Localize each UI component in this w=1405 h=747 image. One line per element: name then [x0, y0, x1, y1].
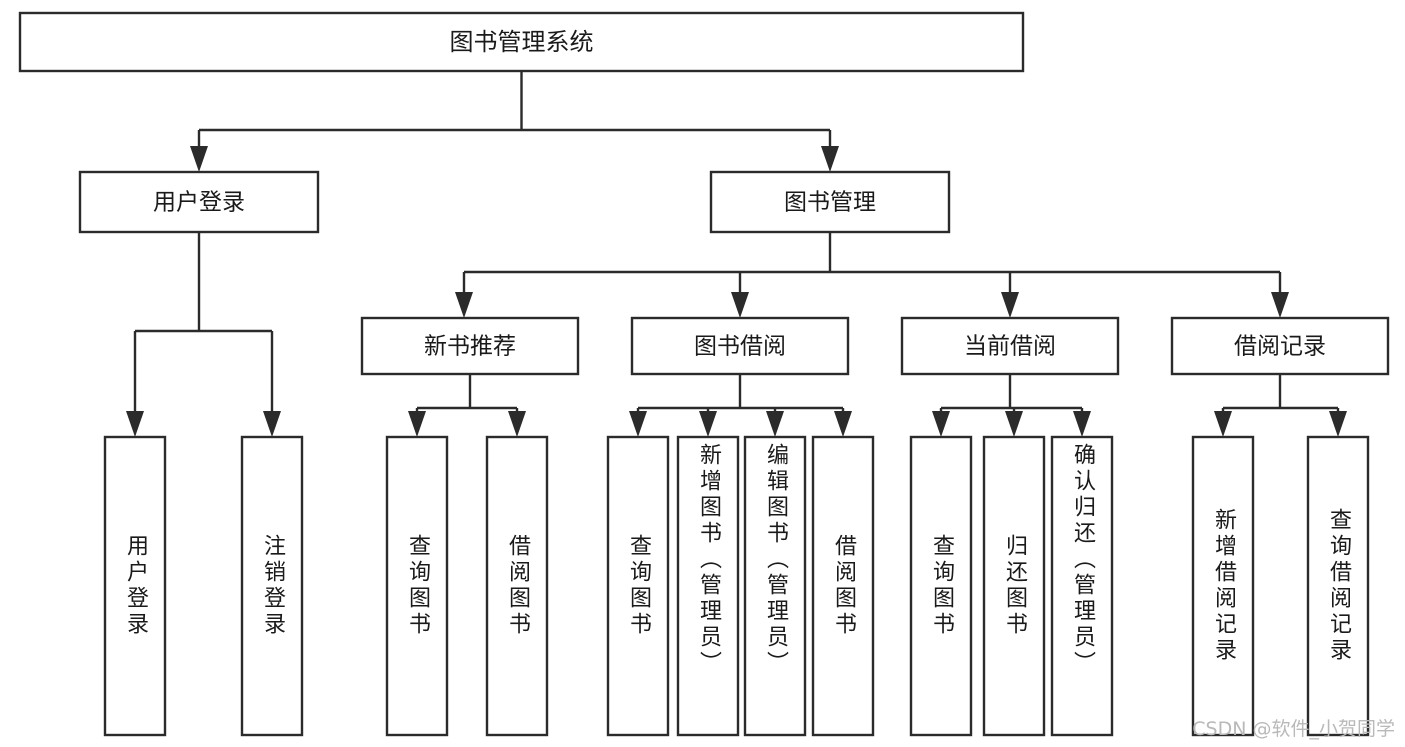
leaf-query-book-current-box[interactable]: [909, 435, 973, 737]
leaf-add-book-admin-box[interactable]: [676, 435, 740, 737]
arrow-head-leaf-logout-login: [263, 411, 281, 437]
node-book-borrow[interactable]: 图书借阅: [630, 316, 850, 376]
leaf-logout-login-box[interactable]: [240, 435, 304, 737]
arrow-head-leaf-query-book-current: [932, 411, 950, 437]
node-current-borrow-box: [900, 316, 1120, 376]
arrow-head-leaf-confirm-return-admin: [1073, 411, 1091, 437]
node-user-login-box: [78, 170, 320, 234]
arrow-head-leaf-add-borrow-record: [1214, 411, 1232, 437]
leaf-confirm-return-admin-box[interactable]: [1050, 435, 1114, 737]
node-current-borrow[interactable]: 当前借阅: [900, 316, 1120, 376]
leaf-user-login-box[interactable]: [103, 435, 167, 737]
node-root-box: [18, 11, 1025, 73]
leaf-query-borrow-record-box[interactable]: [1306, 435, 1370, 737]
node-book-management-box: [709, 170, 951, 234]
connector-layer: [126, 71, 1347, 437]
arrow-head-user-login: [190, 146, 208, 172]
arrow-head-book-management: [821, 146, 839, 172]
arrow-head-leaf-borrow-book-recommend: [508, 411, 526, 437]
node-current-borrow-label: 当前借阅: [964, 334, 1056, 360]
leaf-borrow-book-recommend-box[interactable]: [485, 435, 549, 737]
arrow-head-leaf-query-book-recommend: [408, 411, 426, 437]
arrow-head-leaf-edit-book-admin: [766, 411, 784, 437]
node-new-book-recommend-box: [360, 316, 580, 376]
leaf-borrow-book-box[interactable]: [811, 435, 875, 737]
node-root-label: 图书管理系统: [450, 28, 594, 56]
arrow-head-new-book-recommend: [455, 292, 473, 318]
node-borrow-record-box: [1170, 316, 1390, 376]
node-root[interactable]: 图书管理系统: [18, 11, 1025, 73]
arrow-head-book-borrow: [731, 292, 749, 318]
arrow-head-leaf-query-book-borrow: [629, 411, 647, 437]
arrow-head-leaf-user-login: [126, 411, 144, 437]
arrow-head-leaf-return-book: [1005, 411, 1023, 437]
node-new-book-recommend-label: 新书推荐: [424, 334, 516, 360]
arrow-head-leaf-borrow-book: [834, 411, 852, 437]
node-borrow-record[interactable]: 借阅记录: [1170, 316, 1390, 376]
leaf-box-layer: [103, 435, 1370, 737]
arrow-head-current-borrow: [1001, 292, 1019, 318]
node-book-borrow-box: [630, 316, 850, 376]
arrow-head-borrow-record: [1271, 292, 1289, 318]
node-book-management[interactable]: 图书管理: [709, 170, 951, 234]
leaf-return-book-box[interactable]: [982, 435, 1046, 737]
node-user-login-label: 用户登录: [153, 190, 245, 216]
leaf-edit-book-admin-box[interactable]: [743, 435, 807, 737]
arrow-head-leaf-add-book-admin: [699, 411, 717, 437]
leaf-query-book-recommend-box[interactable]: [385, 435, 449, 737]
leaf-add-borrow-record-box[interactable]: [1191, 435, 1255, 737]
node-book-borrow-label: 图书借阅: [694, 334, 786, 360]
arrow-head-leaf-query-borrow-record: [1329, 411, 1347, 437]
node-book-management-label: 图书管理: [784, 190, 876, 216]
node-user-login[interactable]: 用户登录: [78, 170, 320, 234]
leaf-query-book-borrow-box[interactable]: [606, 435, 670, 737]
node-borrow-record-label: 借阅记录: [1234, 334, 1326, 360]
node-new-book-recommend[interactable]: 新书推荐: [360, 316, 580, 376]
